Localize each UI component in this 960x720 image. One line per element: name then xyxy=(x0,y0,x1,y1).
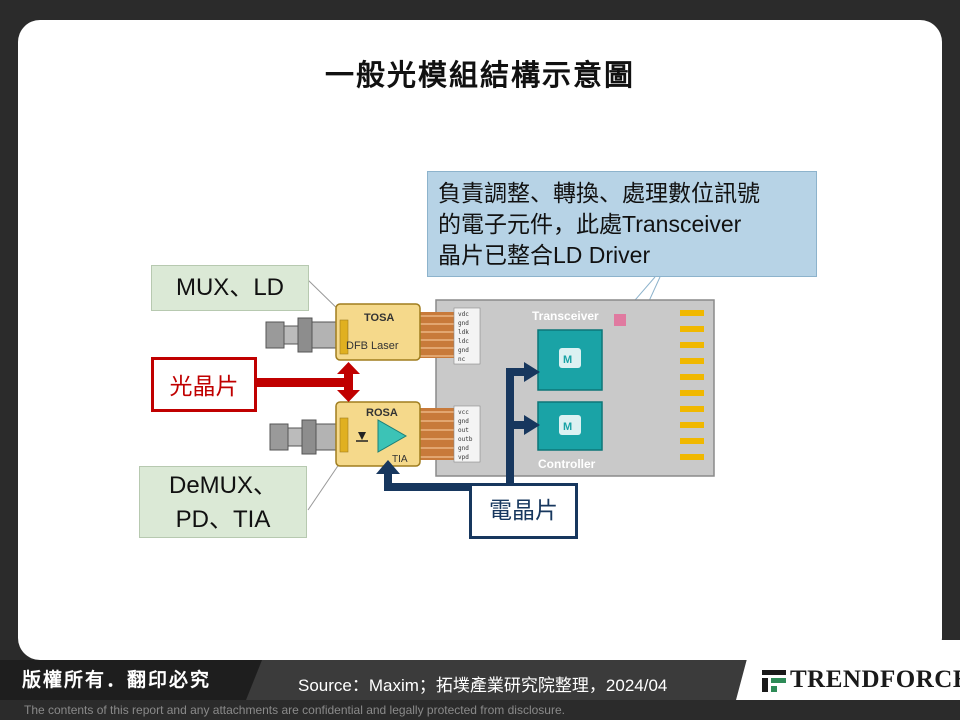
description-line-1: 負責調整、轉換、處理數位訊號 xyxy=(438,180,760,206)
description-callout: 負責調整、轉換、處理數位訊號 的電子元件，此處Transceiver 晶片已整合… xyxy=(427,171,817,277)
transceiver-label: Transceiver xyxy=(532,309,599,323)
electrical-chip-label: 電晶片 xyxy=(469,483,578,539)
transceiver-chip: M xyxy=(537,329,603,391)
tosa-pin-3: ldk xyxy=(458,329,469,336)
tosa-body xyxy=(335,303,421,361)
demux-line-2: PD、TIA xyxy=(175,506,271,533)
trendforce-logo-icon xyxy=(762,670,786,692)
footer-shapes xyxy=(0,640,960,700)
description-line-2: 的電子元件，此處Transceiver xyxy=(438,211,742,237)
copyright-notice: 版權所有．翻印必究 xyxy=(22,669,212,691)
svg-text:M: M xyxy=(563,421,572,433)
tosa-pin-6: nc xyxy=(458,356,466,363)
tosa-pin-4: ldc xyxy=(458,338,469,345)
tosa-pin-5: gnd xyxy=(458,347,469,354)
rosa-pin-2: gnd xyxy=(458,418,469,425)
photodiode-icon xyxy=(358,432,366,440)
source-note: Source：Maxim；拓墣產業研究院整理，2024/04 xyxy=(298,676,668,695)
dfb-laser-label: DFB Laser xyxy=(346,340,399,352)
controller-chip: M xyxy=(537,401,603,451)
tosa-pin-1: vdc xyxy=(458,311,469,318)
trendforce-brand: TRENDFORCE xyxy=(790,666,960,693)
rosa-pin-1: vcc xyxy=(458,409,469,416)
rosa-pin-5: gnd xyxy=(458,445,469,452)
rosa-flex xyxy=(420,408,460,460)
disclaimer: The contents of this report and any atta… xyxy=(24,703,565,717)
tia-label: TIA xyxy=(392,454,408,465)
optical-arrows xyxy=(257,362,360,402)
rosa-connector xyxy=(269,419,337,455)
tosa-pin-block: vdc gnd ldk ldc gnd nc xyxy=(453,307,481,365)
description-line-3: 晶片已整合LD Driver xyxy=(438,242,651,268)
demux-pd-tia-label: DeMUX、 PD、TIA xyxy=(139,466,307,538)
mux-ld-label: MUX、LD xyxy=(151,265,309,311)
rosa-pin-block: vcc gnd out outb gnd vpd xyxy=(453,405,481,463)
electrical-arrows xyxy=(376,362,540,491)
controller-label: Controller xyxy=(538,457,596,471)
edge-connector xyxy=(680,310,704,460)
tosa-pin-2: gnd xyxy=(458,320,469,327)
rosa-pin-3: out xyxy=(458,427,469,434)
rosa-pin-4: outb xyxy=(458,436,473,443)
tia-amplifier-icon xyxy=(377,419,408,453)
marker-square xyxy=(614,314,626,326)
tosa-label: TOSA xyxy=(364,312,394,324)
rosa-pin-6: vpd xyxy=(458,454,469,461)
optical-chip-label: 光晶片 xyxy=(151,357,257,412)
demux-line-1: DeMUX、 xyxy=(168,472,277,499)
rosa-label: ROSA xyxy=(366,407,398,419)
tosa-flex xyxy=(420,312,460,358)
svg-text:M: M xyxy=(563,354,572,366)
page-title: 一般光模組結構示意圖 xyxy=(324,58,635,92)
tosa-connector xyxy=(265,317,337,353)
